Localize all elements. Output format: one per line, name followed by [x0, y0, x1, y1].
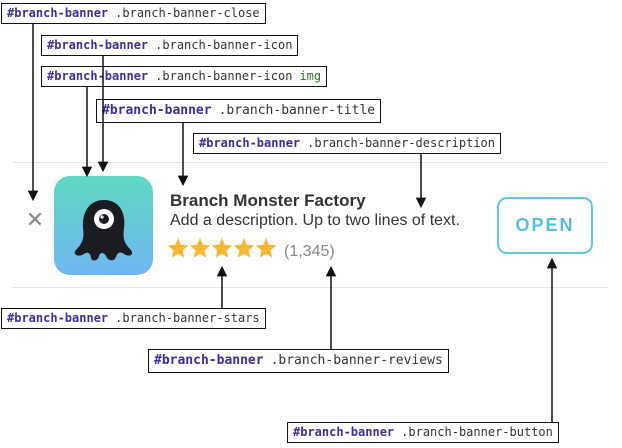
- label-class-part: .branch-banner-close: [115, 6, 260, 20]
- label-id-part: #branch-banner: [47, 38, 149, 52]
- label-banner-icon: #branch-banner .branch-banner-icon: [41, 35, 299, 56]
- monster-icon: [54, 176, 153, 275]
- label-element-part: img: [299, 69, 322, 83]
- label-class-part: .branch-banner-icon: [155, 69, 293, 83]
- label-id-part: #branch-banner: [102, 103, 212, 118]
- label-id-part: #branch-banner: [7, 311, 109, 325]
- star-icon: [233, 237, 255, 258]
- close-icon[interactable]: ✕: [25, 208, 45, 233]
- label-id-part: #branch-banner: [47, 69, 149, 83]
- label-banner-icon-img: #branch-banner .branch-banner-icon img: [41, 66, 328, 87]
- label-id-part: #branch-banner: [154, 353, 264, 368]
- star-icon: [255, 237, 277, 258]
- star-icon: [167, 237, 189, 258]
- label-id-part: #branch-banner: [199, 136, 301, 150]
- label-class-part: .branch-banner-button: [401, 425, 553, 439]
- banner-title: Branch Monster Factory: [170, 191, 366, 210]
- open-button[interactable]: OPEN: [497, 197, 593, 254]
- label-id-part: #branch-banner: [293, 425, 395, 439]
- label-banner-stars: #branch-banner .branch-banner-stars: [1, 308, 266, 329]
- star-icon: [211, 237, 233, 258]
- label-class-part: .branch-banner-description: [307, 136, 495, 150]
- banner-description: Add a description. Up to two lines of te…: [170, 212, 460, 229]
- label-id-part: #branch-banner: [7, 6, 109, 20]
- label-class-part: .branch-banner-stars: [115, 311, 260, 325]
- star-icon: [189, 237, 211, 258]
- monster-illustration: [74, 200, 133, 261]
- label-banner-close: #branch-banner .branch-banner-close: [1, 3, 266, 24]
- banner-stars: [167, 236, 277, 264]
- label-banner-title: #branch-banner .branch-banner-title: [96, 99, 382, 123]
- label-banner-button: #branch-banner .branch-banner-button: [287, 422, 559, 443]
- label-banner-description: #branch-banner .branch-banner-description: [193, 133, 501, 154]
- banner-reviews: (1,345): [284, 243, 335, 260]
- label-class-part: .branch-banner-title: [218, 103, 376, 118]
- label-class-part: .branch-banner-reviews: [270, 353, 443, 368]
- label-banner-reviews: #branch-banner .branch-banner-reviews: [148, 349, 449, 373]
- label-class-part: .branch-banner-icon: [155, 38, 293, 52]
